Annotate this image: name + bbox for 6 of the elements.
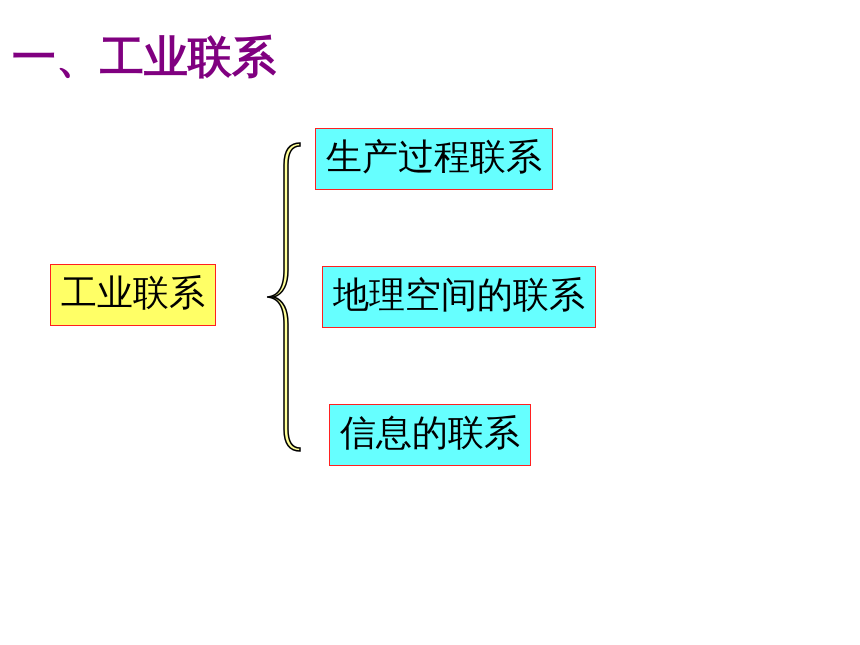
- topic-box: 工业联系: [50, 264, 216, 326]
- subtopic-box: 信息的联系: [329, 404, 531, 466]
- subtopic-box: 生产过程联系: [315, 128, 553, 190]
- subtopic-box: 地理空间的联系: [322, 266, 596, 328]
- heading: 一、工业联系: [12, 31, 276, 85]
- curly-brace: [266, 142, 301, 452]
